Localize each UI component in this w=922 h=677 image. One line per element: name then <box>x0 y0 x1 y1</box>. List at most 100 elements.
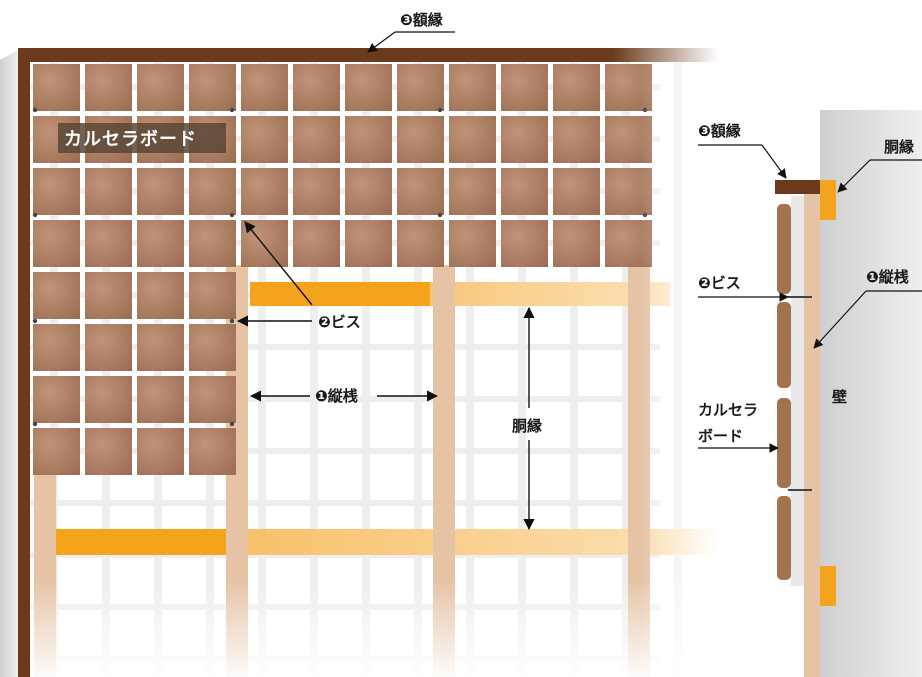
frame-side <box>775 180 820 194</box>
board-tile <box>553 116 600 163</box>
grid-line-vertical <box>570 62 578 677</box>
board-tile <box>241 116 288 163</box>
board-backer-side <box>791 196 804 586</box>
board-tile <box>85 168 132 215</box>
board-label-text: カルセラボード <box>64 129 197 150</box>
board-tile <box>33 168 80 215</box>
stud-label-main: ❶縦桟 <box>315 387 358 405</box>
board-tile <box>501 220 548 267</box>
screw-icon <box>229 212 235 218</box>
board-tile <box>397 64 444 111</box>
grid-line-vertical <box>362 62 370 677</box>
board-tile <box>33 324 80 371</box>
stud-side <box>804 185 820 677</box>
board-tile <box>397 220 444 267</box>
grid-line-horizontal <box>30 344 660 350</box>
board-label-side-1: カルセラ <box>698 401 758 419</box>
grid-line-vertical <box>622 62 630 677</box>
stud-arrow-side <box>813 290 867 349</box>
board-label: カルセラボード <box>58 123 226 153</box>
rail-arrow-side <box>837 159 871 193</box>
board-tile <box>189 220 236 267</box>
grid-line-vertical <box>466 62 474 677</box>
board-tile <box>33 376 80 423</box>
board-tile <box>449 116 496 163</box>
rails <box>55 282 715 555</box>
grid-line-vertical <box>310 62 318 677</box>
board-side-3 <box>777 398 791 488</box>
rail-side-bottom <box>820 566 836 606</box>
board-tile <box>85 376 132 423</box>
board-tile <box>397 168 444 215</box>
board-tile <box>189 428 236 475</box>
frame-top <box>18 48 718 62</box>
board-tile <box>33 272 80 319</box>
board-tile <box>137 220 184 267</box>
grid-line-horizontal <box>30 396 660 402</box>
board-side-2 <box>777 302 791 388</box>
board-tile <box>85 428 132 475</box>
screw-label-main: ❷ビス <box>318 313 361 331</box>
board-label-side-2: ボード <box>698 427 743 445</box>
screw-icon <box>437 212 443 218</box>
board-tile <box>189 168 236 215</box>
board-tile <box>397 116 444 163</box>
board-tile <box>189 64 236 111</box>
board-tile <box>293 220 340 267</box>
rail-side-top <box>820 180 836 220</box>
board-tile <box>137 64 184 111</box>
frame-arrow-main <box>367 31 396 53</box>
board-tile <box>293 116 340 163</box>
board-tile <box>345 168 392 215</box>
board-tile <box>189 376 236 423</box>
board-tile <box>449 168 496 215</box>
rail-label-side: 胴縁 <box>884 138 914 156</box>
board-tile <box>85 64 132 111</box>
board-tile <box>345 64 392 111</box>
board-tile <box>501 116 548 163</box>
board-tile <box>553 168 600 215</box>
side-section: ❸額縁 胴縁 ❷ビス ❶縦桟 カルセラ ボード 壁 <box>698 110 922 677</box>
wall-side <box>820 110 922 677</box>
board-tile <box>137 428 184 475</box>
board-tile <box>189 324 236 371</box>
board-side-1 <box>777 204 791 294</box>
grid-line-vertical <box>258 62 266 677</box>
grid-line-vertical <box>414 62 422 677</box>
screw-icon <box>32 318 38 324</box>
board-tile <box>449 64 496 111</box>
grid-line-vertical <box>518 62 526 677</box>
board-tile <box>241 220 288 267</box>
screw-icon <box>32 107 38 113</box>
screw-icon <box>229 318 235 324</box>
main-elevation: カルセラボード ❸額縁 ❷ビス ❶縦桟 胴縁 <box>0 11 720 677</box>
board-tile <box>241 168 288 215</box>
stud-3 <box>433 265 455 677</box>
stud-label-side: ❶縦桟 <box>866 268 909 286</box>
frame-arrow-side <box>761 144 787 179</box>
board-tile <box>85 220 132 267</box>
board-tile <box>241 64 288 111</box>
board-tile <box>501 64 548 111</box>
board-tile <box>137 168 184 215</box>
board-tile <box>345 220 392 267</box>
board-tile <box>33 220 80 267</box>
board-side-4 <box>777 496 791 580</box>
grid-line-horizontal <box>30 448 660 454</box>
grid-line-horizontal <box>30 500 660 506</box>
screw-icon <box>229 107 235 113</box>
board-tile <box>137 376 184 423</box>
frame-label-main: ❸額縁 <box>400 11 443 29</box>
frame-label-side: ❸額縁 <box>698 122 741 140</box>
board-tile <box>293 168 340 215</box>
board-tile <box>85 324 132 371</box>
screw-icon <box>32 212 38 218</box>
screw-icon <box>32 421 38 427</box>
board-tile <box>189 272 236 319</box>
wall-edge-left <box>0 50 18 677</box>
screw-arrow-1 <box>244 221 313 306</box>
board-tile <box>85 272 132 319</box>
rail-label-main: 胴縁 <box>512 417 542 435</box>
frame <box>18 48 718 677</box>
